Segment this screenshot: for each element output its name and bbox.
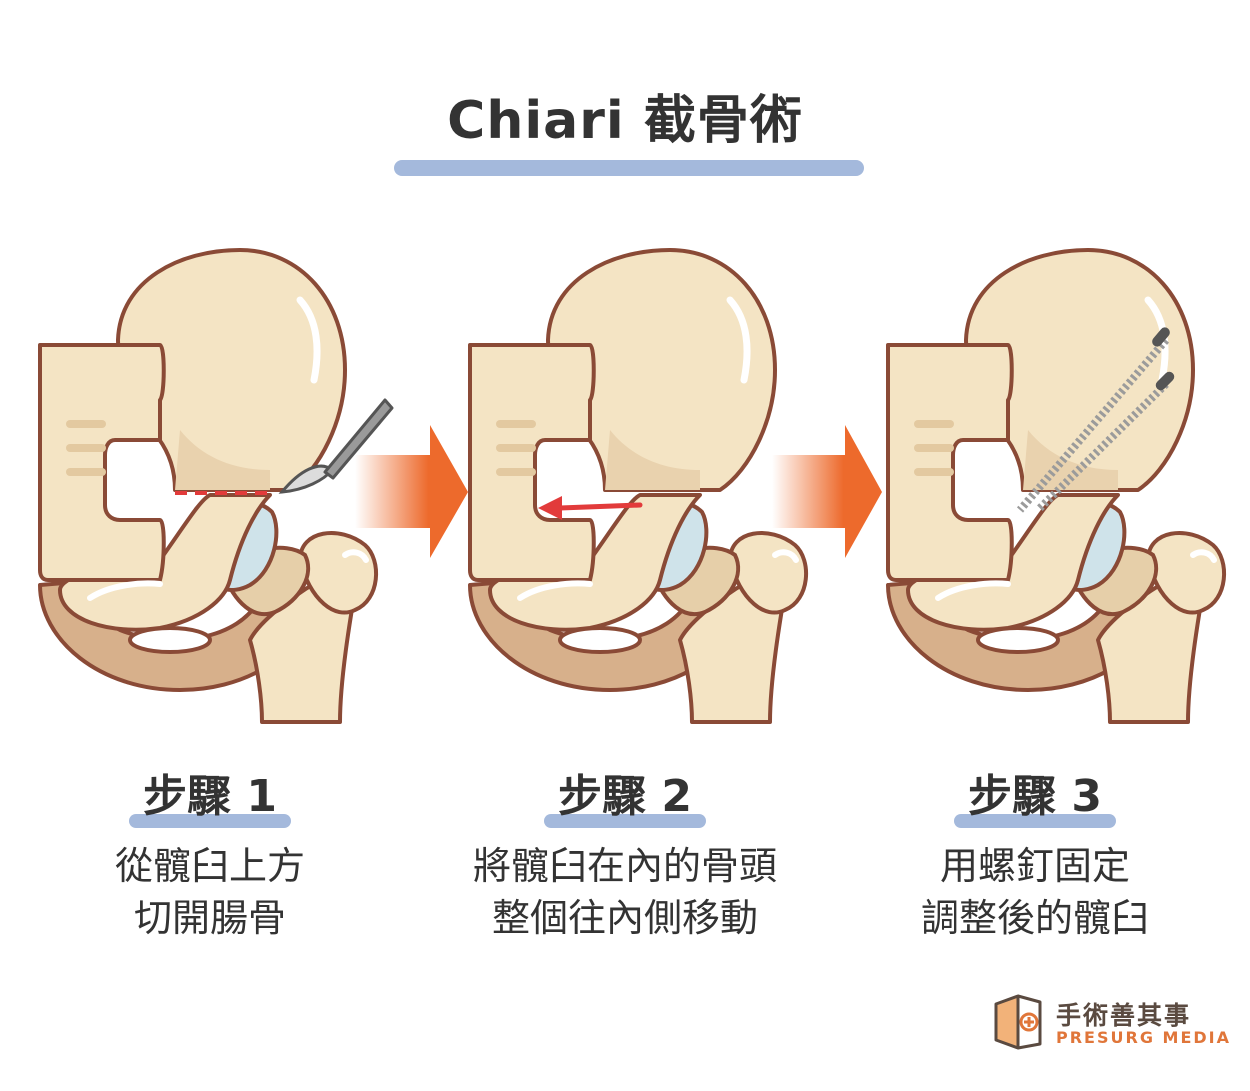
scalpel-icon: [278, 398, 394, 494]
diagram-canvas: [0, 0, 1250, 760]
logo-name-cn: 手術善其事: [1056, 1001, 1192, 1030]
step-2-desc-line-1: 將髖臼在內的骨頭: [472, 844, 777, 888]
screw-icon: [1016, 327, 1170, 513]
screw-icon: [1035, 371, 1175, 513]
brand-logo: 手術善其事 PRESURG MEDIA: [988, 992, 1231, 1052]
left-arrow-icon: [538, 496, 643, 520]
step-3-block: 步驟 3 用螺釘固定 調整後的髖臼: [855, 760, 1215, 944]
step-1-label-text: 步驟 1: [143, 771, 277, 822]
step-1-desc-line-1: 從髖臼上方: [114, 844, 305, 888]
step-3-label: 步驟 3: [954, 760, 1116, 828]
step-3-desc-line-2: 調整後的髖臼: [920, 896, 1149, 940]
step-2-label-text: 步驟 2: [558, 771, 692, 822]
logo-name-en: PRESURG MEDIA: [1056, 1028, 1231, 1047]
hip-illustration-step-3: [888, 250, 1224, 722]
step-3-label-text: 步驟 3: [968, 771, 1102, 822]
step-3-description: 用螺釘固定 調整後的髖臼: [855, 840, 1215, 944]
step-1-desc-line-2: 切開腸骨: [133, 896, 286, 940]
hip-illustration-step-2: [470, 250, 806, 722]
title-underline: [394, 160, 864, 176]
logo-door-icon: [994, 994, 1042, 1050]
right-arrow-icon: [355, 425, 468, 558]
step-2-label: 步驟 2: [544, 760, 706, 828]
step-2-desc-line-2: 整個往內側移動: [491, 896, 758, 940]
step-1-description: 從髖臼上方 切開腸骨: [30, 840, 390, 944]
step-1-label: 步驟 1: [129, 760, 291, 828]
step-1-block: 步驟 1 從髖臼上方 切開腸骨: [30, 760, 390, 944]
step-2-block: 步驟 2 將髖臼在內的骨頭 整個往內側移動: [445, 760, 805, 944]
hip-illustration-step-1: [40, 250, 394, 722]
page-title: Chiari 截骨術: [447, 91, 803, 151]
step-2-description: 將髖臼在內的骨頭 整個往內側移動: [445, 840, 805, 944]
right-arrow-icon: [772, 425, 882, 558]
step-3-desc-line-1: 用螺釘固定: [939, 844, 1130, 888]
